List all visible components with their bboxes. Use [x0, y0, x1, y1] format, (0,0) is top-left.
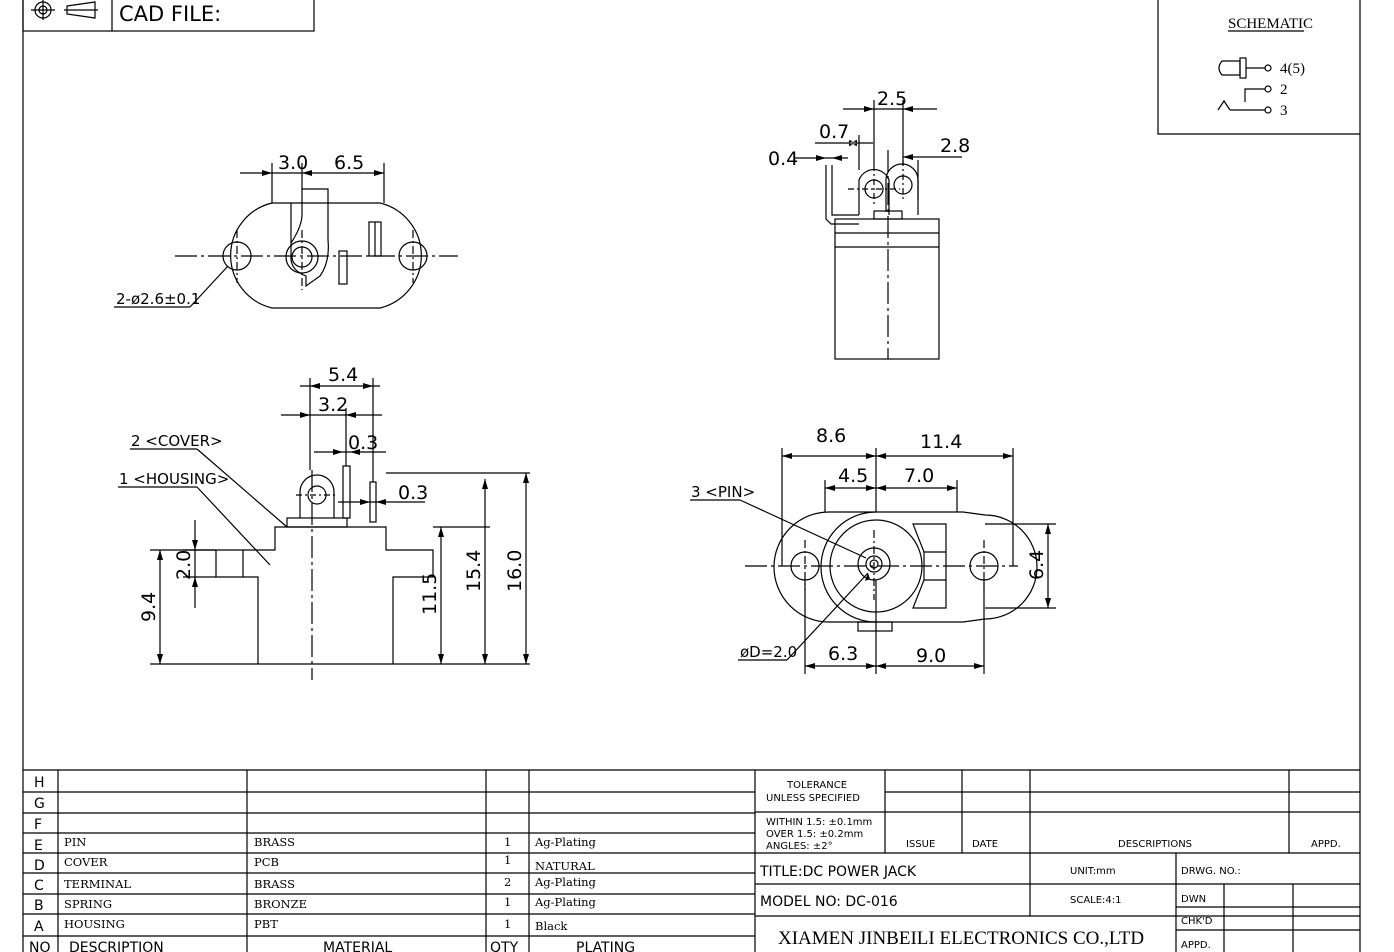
bom-row-mat: BRASS: [254, 835, 295, 849]
front-dim-2-0: 2.0: [173, 550, 195, 580]
label-housing: 1 <HOUSING>: [119, 470, 229, 488]
bottom-dim-8-6: 8.6: [816, 425, 846, 447]
schematic-plug-icon: [1218, 60, 1241, 76]
bottom-pin-dia: øD=2.0: [740, 643, 797, 661]
bottom-dim-9-0: 9.0: [916, 645, 946, 667]
bom-row-plating: NATURAL: [535, 859, 595, 873]
bom-row-mat: PBT: [254, 917, 278, 931]
company-name: XIAMEN JINBEILI ELECTRONICS CO.,LTD: [778, 928, 1144, 949]
side-dim-0-4: 0.4: [768, 148, 798, 170]
bottom-dim-6-3: 6.3: [828, 643, 858, 665]
bom-row-qty: 2: [504, 875, 511, 889]
dwn-label: DWN: [1181, 894, 1206, 905]
bom-letter-d: D: [34, 858, 45, 874]
bom-row-mat: PCB: [254, 855, 279, 869]
front-dim-15-4: 15.4: [463, 550, 485, 592]
tolerance-angles: ANGLES: ±2°: [766, 841, 833, 852]
cad-file-label: CAD FILE:: [119, 2, 221, 26]
bom-letter-g: G: [34, 796, 45, 812]
bom-row-mat: BRASS: [254, 877, 295, 891]
bom-row-plating: Black: [535, 919, 568, 933]
appd-label: APPD.: [1181, 940, 1211, 951]
title-block: TOLERANCE UNLESS SPECIFIED WITHIN 1.5: ±…: [755, 770, 1360, 952]
scale-label: SCALE:4:1: [1070, 895, 1122, 906]
projection-cone-icon: [66, 1, 96, 19]
side-dim-2-8: 2.8: [940, 135, 970, 157]
bom-header-plating: PLATING: [576, 940, 635, 952]
col-date: DATE: [972, 839, 998, 850]
col-descriptions: DESCRIPTIONS: [1118, 839, 1192, 850]
top-dim-3-0: 3.0: [278, 152, 308, 174]
top-hole-callout: 2-ø2.6±0.1: [116, 290, 200, 308]
tolerance-line-1: TOLERANCE: [786, 780, 847, 791]
cad-header: CAD FILE:: [22, 0, 315, 32]
schematic-pin-3: 3: [1280, 103, 1288, 119]
bottom-dim-11-4: 11.4: [920, 431, 962, 453]
tolerance-line-2: UNLESS SPECIFIED: [766, 793, 860, 804]
bom-letter-b: B: [34, 898, 44, 914]
tolerance-over: OVER 1.5: ±0.2mm: [766, 829, 863, 840]
col-issue: ISSUE: [906, 839, 935, 850]
label-cover: 2 <COVER>: [131, 432, 223, 450]
drawing-number-label: DRWG. NO.:: [1181, 866, 1241, 877]
front-view: 2 <COVER> 1 <HOUSING> 5.4 3.2 0.3 0.3 2.…: [118, 364, 530, 680]
col-appd: APPD.: [1311, 839, 1341, 850]
bom-row-plating: Ag-Plating: [534, 835, 597, 849]
schematic-pin-2: 2: [1280, 82, 1288, 98]
front-dim-0-3a: 0.3: [348, 432, 378, 454]
bom-row-desc: SPRING: [64, 897, 112, 911]
bom-row-qty: 1: [504, 853, 511, 867]
bom-letter-e: E: [34, 838, 43, 854]
bom-letter-h: H: [34, 775, 45, 791]
drawing-title: TITLE:DC POWER JACK: [759, 864, 917, 880]
side-view: 2.5 0.7 0.4 2.8: [768, 88, 970, 360]
bom-letter-f: F: [34, 817, 42, 833]
front-dim-9-4: 9.4: [138, 592, 160, 622]
sheet-border: [22, 0, 1361, 952]
bom-header-desc: DESCRIPTION: [69, 940, 164, 952]
chkd-label: CHK'D: [1181, 916, 1213, 927]
bom-header-no: NO: [29, 940, 51, 952]
bottom-dim-4-5: 4.5: [838, 465, 868, 487]
model-number: MODEL NO: DC-016: [760, 894, 898, 910]
bom-header-material: MATERIAL: [323, 940, 392, 952]
bom-row-desc: HOUSING: [64, 917, 125, 931]
schematic-pin-4: 4(5): [1280, 61, 1305, 77]
bottom-view: 8.6 11.4 4.5 7.0 3 <PIN> 6.4 øD=2.0 6.3 …: [690, 425, 1056, 674]
front-dim-0-3b: 0.3: [398, 482, 428, 504]
bom-letter-c: C: [34, 878, 44, 894]
bom-row-desc: TERMINAL: [64, 877, 131, 891]
front-dim-11-5: 11.5: [419, 573, 441, 615]
bom-row-qty: 1: [504, 917, 511, 931]
side-dim-2-5: 2.5: [877, 88, 907, 110]
unit-label: UNIT:mm: [1070, 866, 1116, 877]
bom-row-qty: 1: [504, 835, 511, 849]
tolerance-within: WITHIN 1.5: ±0.1mm: [766, 817, 872, 828]
bom-table: H G F E D C B A PIN BRASS 1 Ag-Plating C…: [23, 769, 1360, 952]
front-dim-5-4: 5.4: [328, 364, 358, 386]
top-view: 3.0 6.5 2-ø2.6±0.1: [114, 152, 458, 309]
schematic-title: SCHEMATIC: [1228, 16, 1313, 32]
bom-row-qty: 1: [504, 895, 511, 909]
front-dim-16-0: 16.0: [504, 550, 526, 592]
bom-row-plating: Ag-Plating: [534, 875, 597, 889]
front-dim-3-2: 3.2: [318, 394, 348, 416]
bom-row-desc: COVER: [64, 855, 108, 869]
label-pin: 3 <PIN>: [691, 483, 755, 501]
bom-header-qty: QTY: [490, 940, 519, 952]
bom-row-mat: BRONZE: [254, 897, 307, 911]
bottom-dim-7-0: 7.0: [904, 465, 934, 487]
top-dim-6-5: 6.5: [334, 152, 364, 174]
bom-letter-a: A: [34, 919, 44, 935]
bom-row-plating: Ag-Plating: [534, 895, 597, 909]
side-dim-0-7: 0.7: [819, 121, 849, 143]
schematic-box: SCHEMATIC 4(5) 2 3: [1157, 0, 1360, 135]
bom-row-desc: PIN: [64, 835, 86, 849]
bottom-dim-6-4: 6.4: [1026, 550, 1048, 580]
